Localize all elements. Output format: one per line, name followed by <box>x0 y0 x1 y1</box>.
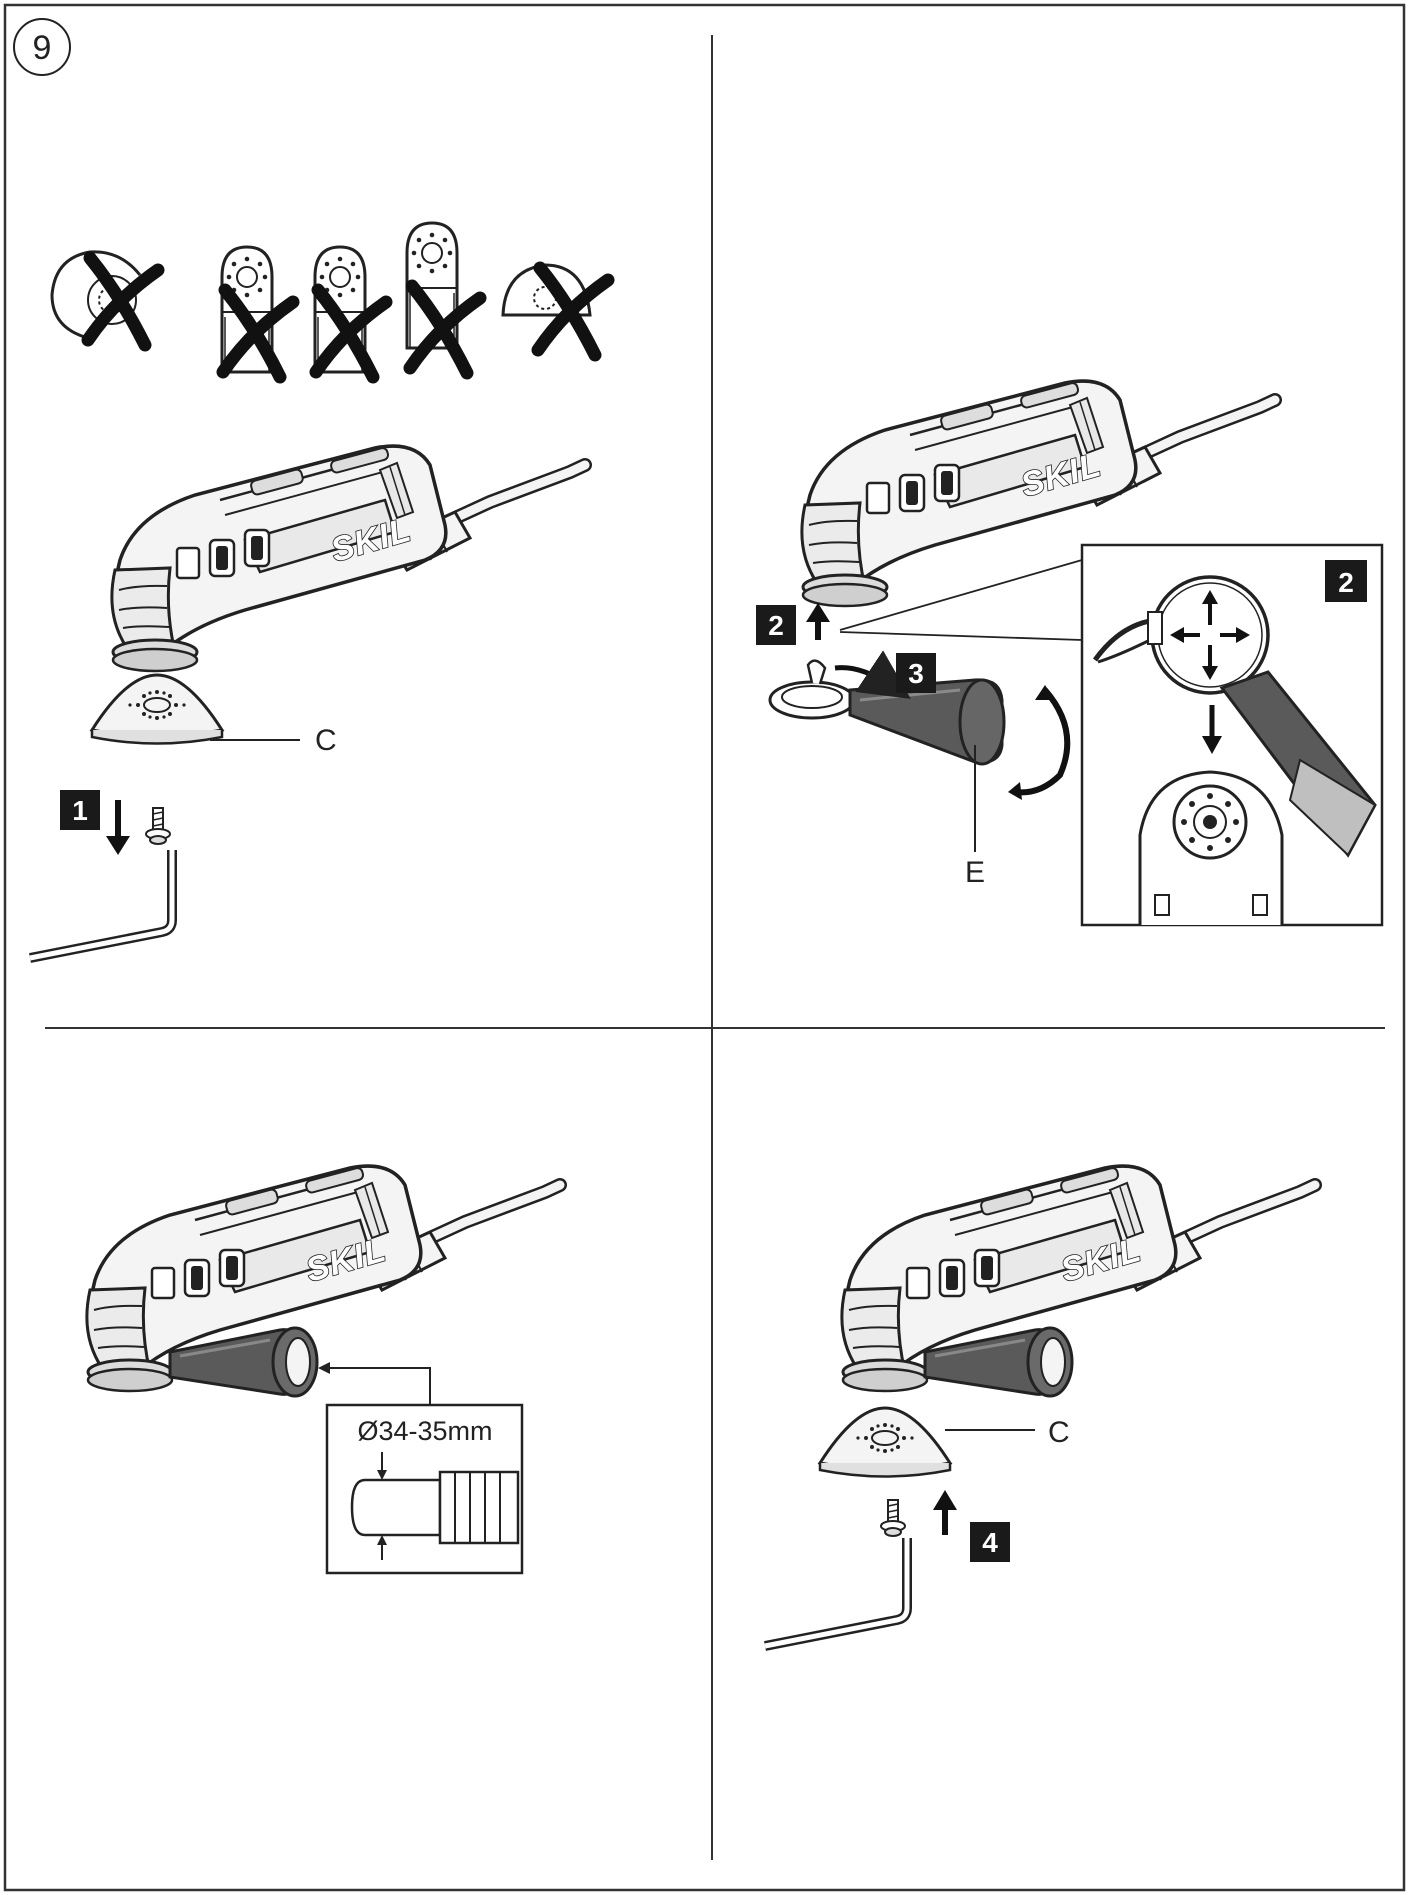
arrow-down-icon <box>106 800 130 855</box>
arrow-up-icon <box>933 1490 957 1535</box>
rotate-arrow-icon <box>1014 688 1071 796</box>
step-3-number: 3 <box>908 658 924 689</box>
multi-tool: SKIL <box>112 446 585 671</box>
step-2-badge: 2 <box>756 605 796 645</box>
step-1-badge: 1 <box>60 790 100 830</box>
rotate-arrow-head <box>1008 782 1022 800</box>
step-4-badge: 4 <box>970 1522 1010 1562</box>
curve-arrow-icon <box>834 650 911 699</box>
step-4-number: 4 <box>982 1527 998 1558</box>
arrow-up-icon <box>806 603 830 640</box>
step-1-number: 1 <box>72 795 88 826</box>
panel-remove-pad: SKIL C 1 <box>30 221 608 958</box>
panel-attach-extractor: SKIL 2 3 <box>756 381 1384 927</box>
segment-saw-blade <box>50 250 158 345</box>
step-3-badge: 3 <box>896 653 936 693</box>
page-border <box>3 3 1406 1892</box>
callout-line <box>839 559 1083 631</box>
dimension-arrows-icon <box>377 1452 387 1560</box>
figure-number-badge: 9 <box>13 18 71 76</box>
sanding-pad <box>90 673 224 745</box>
plunge-blade-2 <box>315 245 386 377</box>
label-pad: C <box>1048 1416 1070 1449</box>
figure-number: 9 <box>33 29 52 67</box>
step-2-number: 2 <box>768 610 784 641</box>
multi-tool: SKIL <box>842 1166 1315 1391</box>
forbidden-accessories <box>50 221 608 377</box>
multi-tool: SKIL <box>87 1166 560 1391</box>
inset-step-2-badge <box>1325 560 1367 602</box>
plunge-blade-1 <box>222 245 293 377</box>
expand-arrows-icon <box>1170 590 1250 680</box>
label-pad: C <box>315 724 337 757</box>
plunge-blade-3 <box>407 221 480 373</box>
arrow-down-icon <box>1202 705 1222 754</box>
semicircle-blade <box>501 265 608 355</box>
label-extractor: E <box>965 856 985 889</box>
screw <box>145 807 171 845</box>
panel-refit-pad: SKIL C 4 <box>765 1166 1315 1646</box>
rotate-arrow-head <box>1035 685 1055 700</box>
multi-tool: SKIL <box>802 381 1275 606</box>
label-hose-diameter: Ø34-35mm <box>357 1416 492 1446</box>
sanding-pad <box>818 1406 952 1478</box>
inset-step-2-number: 2 <box>1338 567 1354 598</box>
dust-extractor-adapter <box>768 659 1006 766</box>
screw <box>880 1499 906 1537</box>
detail-inset: 2 <box>1080 543 1384 927</box>
hose-detail-inset: Ø34-35mm <box>325 1403 524 1575</box>
hex-key <box>30 850 172 958</box>
arrow-left-icon <box>318 1362 330 1374</box>
panel-connect-hose: SKIL Ø34-35mm <box>87 1166 560 1575</box>
hex-key <box>765 1538 907 1646</box>
leader-line <box>325 1367 431 1405</box>
callout-line <box>839 631 1083 641</box>
